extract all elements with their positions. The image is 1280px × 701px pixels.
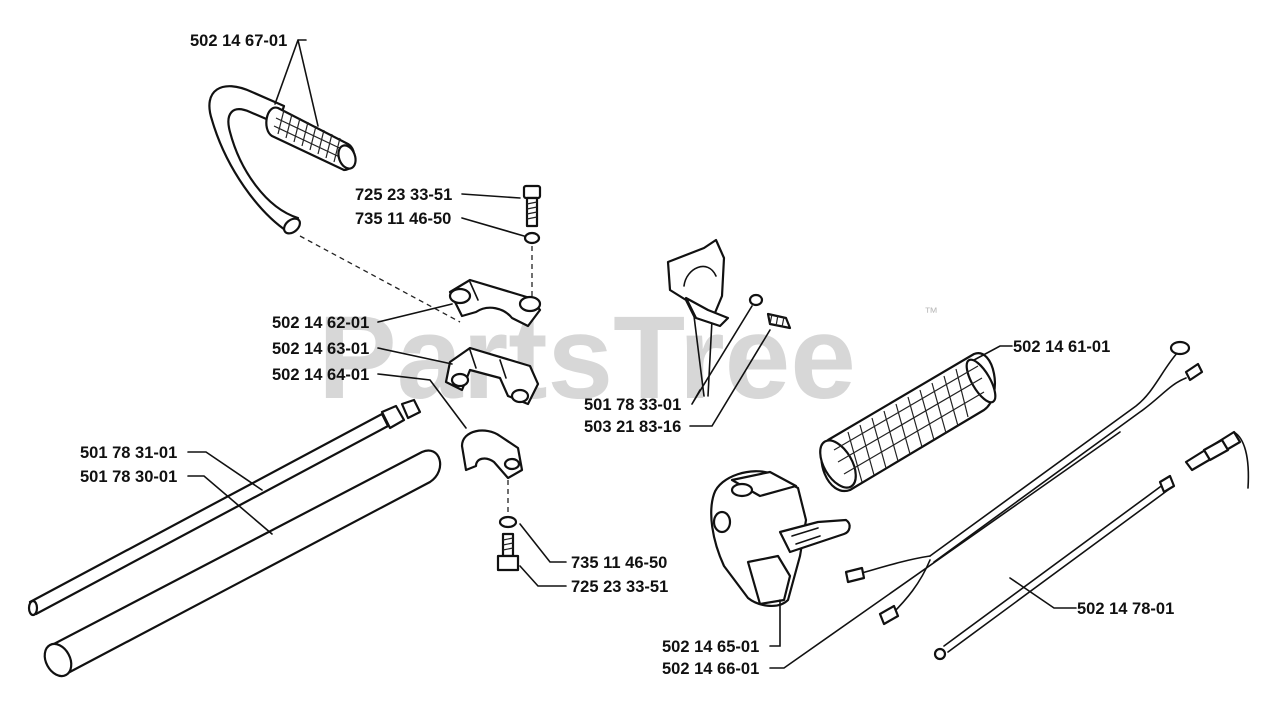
washer-top-part [523,231,541,245]
label-throttle-cable: 502 14 78-01 [1077,600,1174,618]
leader-throttle-housing-b [769,431,1121,669]
leader-washer-top [461,217,525,237]
grip-part [819,352,997,493]
label-harness-bracket: 501 78 33-01 [584,396,681,414]
label-drive-shaft: 501 78 31-01 [80,444,177,462]
label-clamp-lower: 502 14 63-01 [272,340,369,358]
label-washer-top: 735 11 46-50 [355,210,451,228]
leader-clamp-upper [377,303,453,323]
leader-clamp-lower [377,347,453,365]
clamp-lower-part [444,346,540,406]
leader-throttle-housing-a [769,599,781,647]
throttle-housing-part [710,470,851,607]
label-throttle-housing-b: 502 14 66-01 [662,660,759,678]
leader-drive-shaft [187,451,263,491]
leader-washer-bottom [519,523,567,563]
label-clamp-bracket: 502 14 64-01 [272,366,369,384]
label-throttle-housing-a: 502 14 65-01 [662,638,759,656]
leader-clamp-bracket [377,373,467,429]
leader-grip [973,345,1013,361]
clamp-upper-part [448,278,542,328]
wire-harness-part [844,340,1204,626]
label-screw-top: 725 23 33-51 [355,186,452,204]
harness-bracket-part [666,238,730,397]
label-clamp-upper: 502 14 62-01 [272,314,369,332]
assembly-line-handle [299,235,461,323]
leader-handle-bar [274,39,319,127]
label-screw-bottom: 725 23 33-51 [571,578,668,596]
loop-handle-grip [265,106,357,172]
label-handle-bar: 502 14 67-01 [190,32,287,50]
loop-handle-part [208,85,357,235]
shaft-tube-part [43,449,442,678]
throttle-cable-part [933,430,1250,661]
leader-bracket-screw [689,329,771,427]
label-washer-bottom: 735 11 46-50 [571,554,667,572]
leader-shaft-tube [187,475,273,535]
screw-bottom-part [496,532,520,572]
clamp-bracket-part [460,429,524,480]
leader-harness-bracket [691,305,753,405]
screw-top-part [522,184,542,228]
bracket-screw-part [748,293,792,330]
leader-screw-top [461,193,521,199]
label-grip: 502 14 61-01 [1013,338,1110,356]
leader-throttle-cable [1009,577,1077,609]
label-bracket-screw: 503 21 83-16 [584,418,681,436]
leader-screw-bottom [519,565,567,587]
washer-bottom-part [498,515,518,529]
watermark-trademark: ™ [924,304,938,320]
drive-shaft-part [27,398,422,617]
label-shaft-tube: 501 78 30-01 [80,468,177,486]
